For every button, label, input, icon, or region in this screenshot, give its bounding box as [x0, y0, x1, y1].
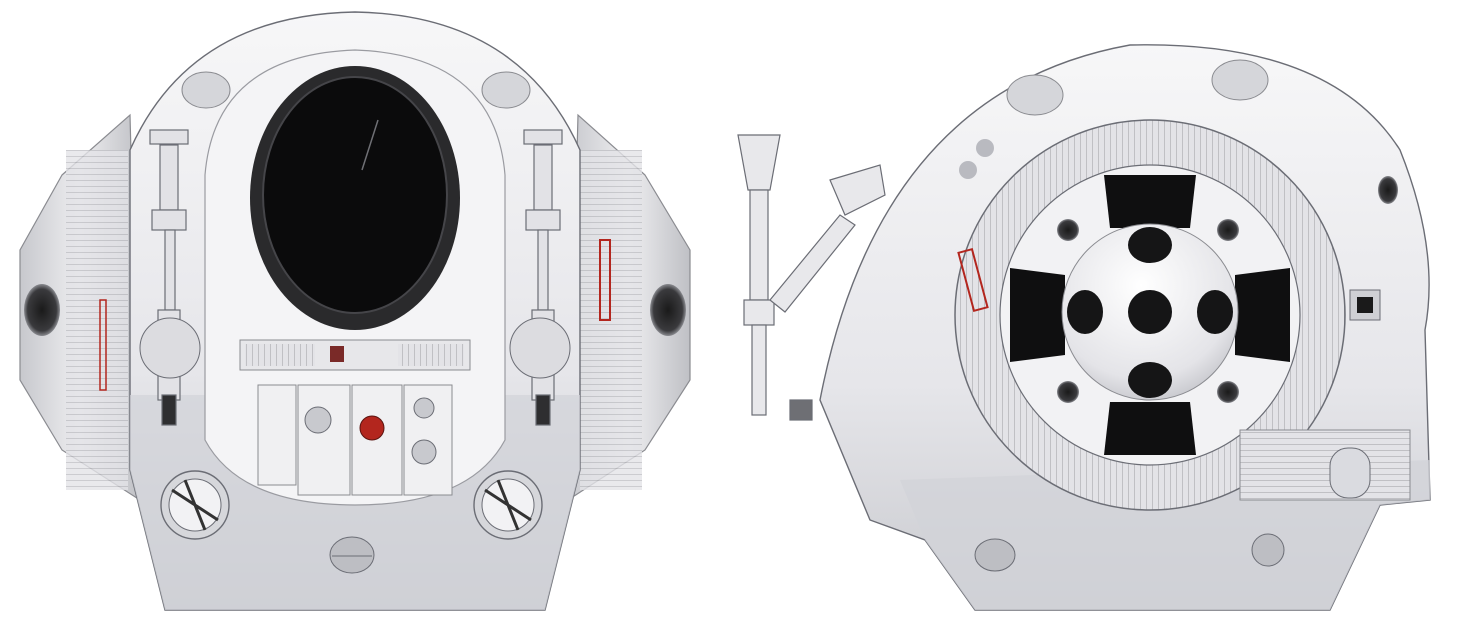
top-right-vent: [481, 71, 531, 109]
dial-right-lower: [411, 439, 437, 465]
left-wing-ribs: [66, 150, 128, 490]
small-port-1: [976, 139, 994, 157]
lower-right-fan: [473, 470, 543, 540]
sphere-port-top: [1128, 227, 1172, 263]
side-top-vent-left: [1006, 74, 1064, 116]
radiator-vents: [1239, 429, 1411, 501]
bolt-hole-br: [1217, 381, 1239, 403]
right-red-marking: [599, 239, 611, 321]
side-bottom-hatch-right: [1251, 533, 1285, 567]
left-mid-fan: [139, 317, 201, 379]
small-port-2: [959, 161, 977, 179]
control-strip-ticks-right: [398, 344, 464, 366]
side-view: [737, 44, 1431, 611]
front-view: [19, 11, 691, 611]
sphere-port-bottom: [1128, 362, 1172, 398]
radiator-cylinder: [1329, 447, 1371, 499]
top-left-vent: [181, 71, 231, 109]
control-indicator: [330, 346, 344, 362]
control-strip-ticks-left: [245, 344, 315, 366]
hatch-spokes: [1010, 175, 1290, 455]
left-side-port: [24, 284, 60, 336]
viewport-window: [262, 76, 448, 314]
dial-right-upper: [413, 397, 435, 419]
side-red-marking: [957, 247, 989, 313]
sphere-port-center: [1128, 290, 1172, 334]
right-rear-port: [1378, 176, 1398, 204]
window-glint: [361, 119, 379, 171]
extended-manipulator-arm: [737, 134, 886, 421]
side-top-vent-right: [1211, 59, 1269, 101]
control-panel-mid-right: [351, 384, 403, 496]
sphere-port-left: [1067, 290, 1103, 334]
red-indicator-light: [359, 415, 385, 441]
bolt-hole-bl: [1057, 381, 1079, 403]
sphere-port-right: [1197, 290, 1233, 334]
left-red-marking: [99, 299, 107, 391]
right-mid-fan: [509, 317, 571, 379]
side-port-slot: [1357, 297, 1373, 313]
bolt-hole-tl: [1057, 219, 1079, 241]
bottom-hatch: [329, 536, 375, 574]
side-bottom-hatch-left: [974, 538, 1016, 572]
control-panel-left: [257, 384, 297, 486]
bolt-hole-tr: [1217, 219, 1239, 241]
lower-left-fan: [160, 470, 230, 540]
dial-left: [304, 406, 332, 434]
control-panel-mid-left: [297, 384, 351, 496]
right-side-port: [650, 284, 686, 336]
